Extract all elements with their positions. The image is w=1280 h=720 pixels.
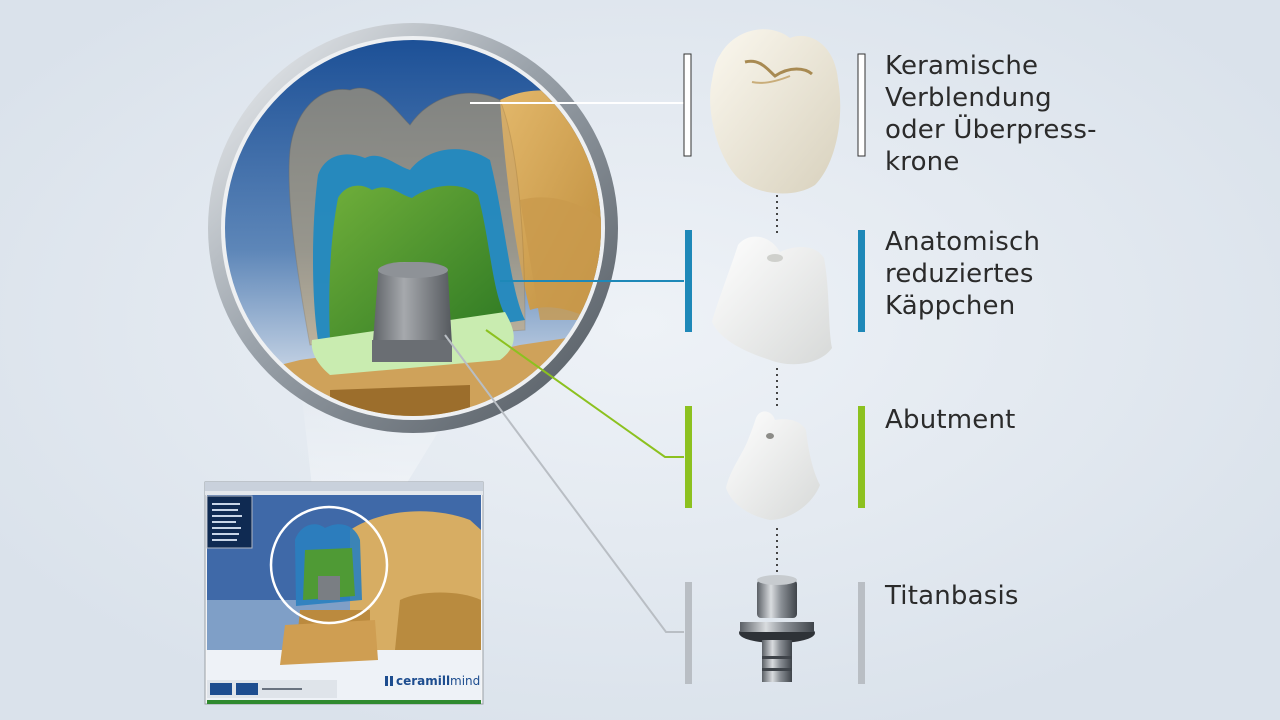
- taskbar: [207, 700, 481, 704]
- zoom-indicator-circle: [269, 505, 389, 625]
- coping-bracket-left: [685, 230, 692, 332]
- label-coping-line-1: Anatomisch: [885, 227, 1041, 257]
- label-base: Titanbasis: [885, 580, 1019, 612]
- ceramic-crown-icon: [710, 29, 841, 194]
- magnified-view: [208, 23, 618, 433]
- coping-bracket-right: [858, 230, 865, 332]
- brand-prefix: ceramill: [396, 674, 450, 688]
- label-abutment-line-1: Abutment: [885, 405, 1016, 435]
- label-veneer-line-3: oder Überpress-: [885, 115, 1097, 145]
- label-coping: Anatomisch reduziertes Käppchen: [885, 226, 1040, 322]
- label-veneer-line-4: krone: [885, 147, 960, 177]
- software-screenshot: ceramill mind: [204, 481, 484, 705]
- brand-suffix: mind: [450, 674, 480, 688]
- titanium-base-icon: [739, 575, 815, 682]
- label-coping-line-2: reduziertes: [885, 259, 1034, 289]
- label-veneer-line-2: Verblendung: [885, 83, 1052, 113]
- window-titlebar: [205, 482, 483, 491]
- base-bracket-left: [685, 582, 692, 684]
- veneer-bracket-left: [683, 53, 692, 157]
- leader-abutment: [485, 329, 684, 458]
- base-bracket-right: [858, 582, 865, 684]
- toolbar-button[interactable]: [210, 683, 232, 695]
- toolbar-slider[interactable]: [262, 688, 302, 690]
- brackets: [683, 53, 866, 684]
- toolbar-button[interactable]: [236, 683, 258, 695]
- abutment-bracket-left: [685, 406, 692, 508]
- abutment-icon: [726, 411, 820, 520]
- ceramill-logo: ceramill mind: [385, 674, 480, 688]
- veneer-bracket-right: [857, 53, 866, 157]
- leader-lines: [444, 102, 684, 633]
- label-base-line-1: Titanbasis: [885, 581, 1019, 611]
- zirconia-coping-icon: [712, 236, 832, 365]
- label-veneer: Keramische Verblendung oder Überpress- k…: [885, 50, 1097, 178]
- label-veneer-line-1: Keramische: [885, 51, 1039, 81]
- label-abutment: Abutment: [885, 404, 1016, 436]
- leader-base: [444, 334, 684, 633]
- abutment-bracket-right: [858, 406, 865, 508]
- label-coping-line-3: Käppchen: [885, 291, 1016, 321]
